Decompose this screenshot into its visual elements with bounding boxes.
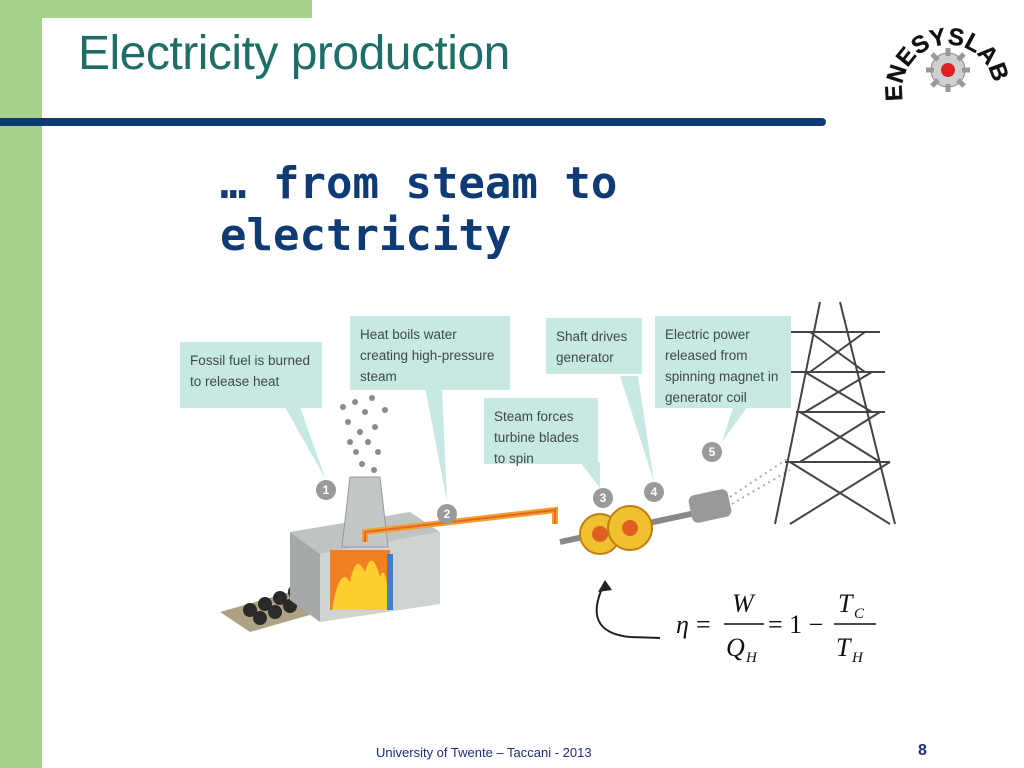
step-marker-1: 1 [316, 480, 336, 500]
callout-electric-power: Electric power released from spinning ma… [655, 316, 791, 408]
turbine-icon [559, 505, 701, 555]
boiler-icon [290, 512, 440, 622]
transmission-tower-icon [774, 301, 896, 525]
step-marker-2: 2 [437, 504, 457, 524]
sidebar-green-strip [0, 0, 42, 768]
slide-title: Electricity production [78, 27, 510, 80]
svg-text:3: 3 [600, 491, 607, 505]
svg-text:T: T [836, 633, 852, 662]
callout-heat-boils: Heat boils water creating high-pressure … [350, 316, 510, 390]
header-green-strip [0, 0, 312, 18]
callout-steam-forces: Steam forces turbine blades to spin [484, 398, 598, 466]
svg-text:5: 5 [709, 445, 716, 459]
step-marker-5: 5 [702, 442, 722, 462]
svg-text:1: 1 [323, 483, 330, 497]
step-markers: 1 2 3 4 5 [316, 442, 722, 524]
svg-text:H: H [745, 650, 758, 666]
logo-gear-icon [926, 48, 970, 92]
callout-shaft-drives: Shaft drives generator [546, 318, 642, 374]
callout-fossil-fuel: Fossil fuel is burned to release heat [180, 342, 322, 408]
generator-icon [688, 456, 791, 523]
svg-text:η: η [676, 610, 689, 639]
step-marker-3: 3 [593, 488, 613, 508]
svg-text:C: C [854, 606, 865, 622]
chimney-icon [340, 395, 389, 548]
efficiency-formula: η = W Q H = 1 − T C T H [676, 589, 876, 666]
curved-arrow-icon [595, 581, 661, 639]
svg-text:=: = [696, 610, 711, 639]
svg-text:= 1 −: = 1 − [768, 610, 823, 639]
steam-pipe-icon [362, 506, 558, 542]
svg-text:H: H [851, 650, 864, 666]
slide-footer: University of Twente – Taccani - 2013 [376, 745, 592, 760]
svg-text:4: 4 [651, 485, 658, 499]
power-plant-diagram: 1 2 3 4 5 [220, 301, 896, 639]
step-marker-4: 4 [644, 482, 664, 502]
page-number: 8 [918, 742, 927, 759]
slide-subtitle: … from steam to electricity [220, 158, 618, 261]
enesyslab-logo: ENESYSLAB [882, 23, 1012, 102]
svg-text:Q: Q [726, 633, 745, 662]
svg-text:T: T [838, 589, 854, 618]
svg-text:2: 2 [444, 507, 451, 521]
arrow-head-icon [598, 580, 612, 592]
title-underline-rule [0, 118, 826, 126]
svg-text:W: W [732, 589, 756, 618]
